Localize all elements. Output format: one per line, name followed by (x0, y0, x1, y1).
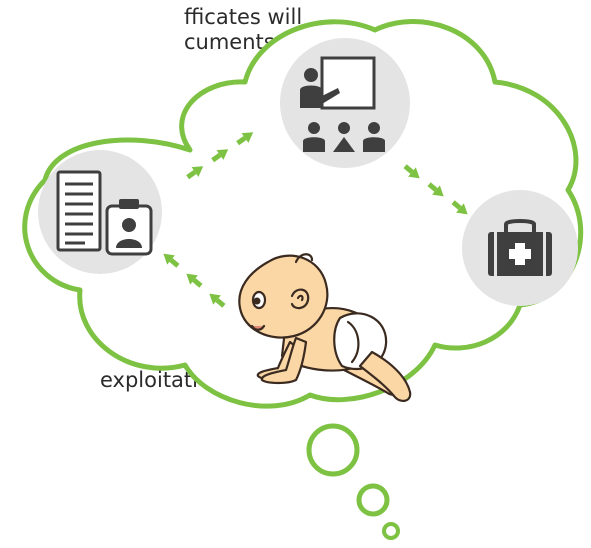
text-line: fficates will (184, 5, 303, 29)
crawling-baby-illustration (238, 253, 412, 402)
thought-cloud (22, 19, 584, 409)
thought-bubble-large (306, 423, 360, 477)
arrow-baby-to-documents (159, 248, 226, 308)
document-and-id-badge-icon (38, 150, 162, 274)
medical-kit-icon (462, 190, 578, 306)
arrow-teacher-to-medical (403, 164, 472, 220)
arrow-documents-to-teacher (186, 127, 257, 180)
text-line: cuments (184, 30, 275, 54)
teacher-classroom-icon (280, 38, 410, 168)
thought-bubble-medium (356, 483, 390, 517)
thought-bubble-small (382, 522, 400, 540)
description-text-top: fficates will cuments (0, 5, 302, 55)
